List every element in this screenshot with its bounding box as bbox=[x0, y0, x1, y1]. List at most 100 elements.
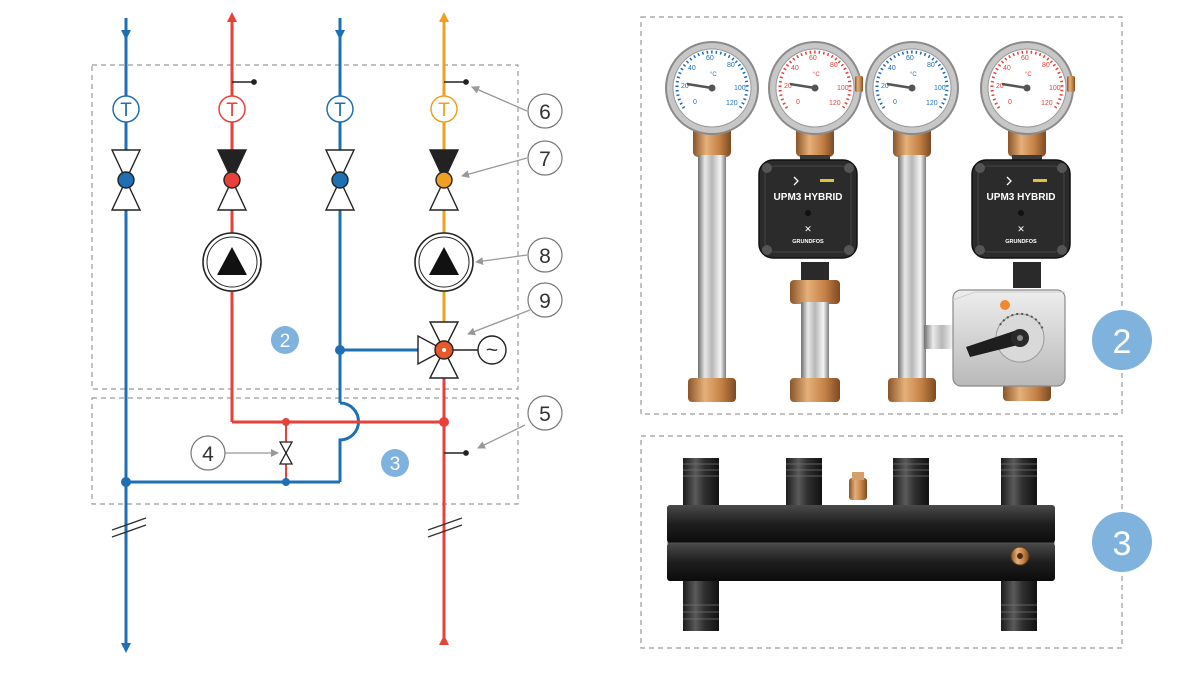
svg-text:60: 60 bbox=[1021, 55, 1029, 62]
svg-text:80: 80 bbox=[1042, 62, 1050, 69]
photo-badge-3: 3 bbox=[1092, 512, 1152, 572]
thermometers: T T T T bbox=[112, 95, 458, 123]
arrow-up-bottom-4 bbox=[439, 635, 449, 645]
svg-text:T: T bbox=[120, 100, 132, 121]
thermometer-1: T bbox=[112, 95, 140, 123]
zone-badge-3: 3 bbox=[381, 449, 409, 477]
svg-text:✕: ✕ bbox=[804, 224, 812, 234]
photo-badge-2: 2 bbox=[1092, 310, 1152, 370]
pump-group-illustration: 0 20 40 60 80 100 120 °C 0 20 40 60 80 1… bbox=[665, 41, 1075, 402]
mixing-valve: ~ bbox=[417, 321, 507, 379]
sensor-wells bbox=[232, 79, 469, 456]
svg-text:T: T bbox=[334, 100, 346, 121]
svg-text:3: 3 bbox=[390, 454, 401, 475]
arrow-up-4 bbox=[439, 12, 449, 22]
thermometer-3: T bbox=[326, 95, 354, 123]
svg-text:60: 60 bbox=[706, 55, 714, 62]
photo-2-frame bbox=[640, 16, 1123, 415]
svg-text:4: 4 bbox=[202, 443, 214, 466]
arrow-down-1 bbox=[121, 30, 131, 40]
junctions bbox=[121, 345, 449, 487]
svg-text:0: 0 bbox=[693, 99, 697, 106]
svg-text:°C: °C bbox=[1025, 72, 1032, 78]
svg-text:60: 60 bbox=[809, 55, 817, 62]
thermometer-4: T bbox=[430, 95, 458, 123]
ball-valves bbox=[110, 149, 460, 211]
svg-text:T: T bbox=[438, 100, 450, 121]
ball-valve-1 bbox=[110, 149, 142, 211]
svg-text:20: 20 bbox=[996, 83, 1004, 90]
svg-text:40: 40 bbox=[791, 65, 799, 72]
svg-text:100: 100 bbox=[934, 85, 946, 92]
svg-text:80: 80 bbox=[727, 62, 735, 69]
gauge-2: 0 20 40 60 80 100 120 °C bbox=[768, 41, 863, 135]
zone-2-box bbox=[91, 64, 519, 390]
svg-text:7: 7 bbox=[539, 148, 551, 171]
bypass-valve bbox=[278, 441, 294, 465]
pumps bbox=[202, 232, 474, 292]
ball-valve-3 bbox=[324, 149, 356, 211]
svg-text:20: 20 bbox=[881, 83, 889, 90]
arrow-down-3 bbox=[335, 30, 345, 40]
mixer-actuator bbox=[952, 289, 1066, 387]
svg-text:20: 20 bbox=[784, 83, 792, 90]
gauge-4: 0 20 40 60 80 100 120 °C bbox=[980, 41, 1075, 135]
svg-text:40: 40 bbox=[688, 65, 696, 72]
svg-text:T: T bbox=[226, 100, 238, 121]
svg-text:UPM3 HYBRID: UPM3 HYBRID bbox=[987, 192, 1056, 203]
svg-text:120: 120 bbox=[1041, 100, 1053, 107]
svg-text:120: 120 bbox=[726, 100, 738, 107]
zone-3-box bbox=[91, 397, 519, 505]
svg-text:80: 80 bbox=[830, 62, 838, 69]
gauge-3: 0 20 40 60 80 100 120 °C bbox=[865, 41, 959, 135]
flow-arrows bbox=[121, 12, 449, 653]
callout-6: 6 bbox=[527, 93, 563, 129]
svg-text:40: 40 bbox=[888, 65, 896, 72]
svg-text:2: 2 bbox=[280, 331, 291, 352]
svg-text:0: 0 bbox=[1008, 99, 1012, 106]
pump-body-2: UPM3 HYBRID ✕ GRUNDFOS bbox=[971, 159, 1071, 259]
column-1 bbox=[688, 125, 736, 402]
svg-text:✕: ✕ bbox=[1017, 224, 1025, 234]
svg-text:9: 9 bbox=[539, 290, 551, 313]
svg-text:0: 0 bbox=[893, 99, 897, 106]
svg-text:8: 8 bbox=[539, 245, 551, 268]
svg-text:20: 20 bbox=[681, 83, 689, 90]
pipe-3-crossover bbox=[338, 401, 360, 482]
leader-lines bbox=[224, 86, 531, 457]
pipe-break-marks bbox=[111, 517, 463, 538]
callout-7: 7 bbox=[527, 140, 563, 176]
svg-text:100: 100 bbox=[1049, 85, 1061, 92]
svg-text:3: 3 bbox=[1113, 525, 1132, 563]
callout-4: 4 bbox=[190, 435, 226, 471]
column-3 bbox=[888, 125, 960, 402]
svg-text:0: 0 bbox=[796, 99, 800, 106]
arrow-up-2 bbox=[227, 12, 237, 22]
svg-text:GRUNDFOS: GRUNDFOS bbox=[792, 239, 824, 245]
svg-text:2: 2 bbox=[1113, 323, 1132, 361]
callout-9: 9 bbox=[527, 282, 563, 318]
manifold-illustration bbox=[667, 458, 1055, 631]
callout-8: 8 bbox=[527, 237, 563, 273]
pump-body-1: UPM3 HYBRID ✕ GRUNDFOS bbox=[758, 159, 858, 259]
pump-symbol-1 bbox=[202, 232, 262, 292]
svg-text:60: 60 bbox=[906, 55, 914, 62]
svg-text:100: 100 bbox=[734, 85, 746, 92]
svg-text:°C: °C bbox=[710, 72, 717, 78]
pump-symbol-2 bbox=[414, 232, 474, 292]
arrow-down-bottom-1 bbox=[121, 643, 131, 653]
svg-text:5: 5 bbox=[539, 403, 551, 426]
callout-5: 5 bbox=[527, 395, 563, 431]
svg-text:~: ~ bbox=[486, 339, 498, 362]
svg-text:6: 6 bbox=[539, 101, 551, 124]
svg-text:80: 80 bbox=[927, 62, 935, 69]
gauge-1: 0 20 40 60 80 100 120 °C bbox=[665, 41, 759, 135]
svg-text:UPM3 HYBRID: UPM3 HYBRID bbox=[774, 192, 843, 203]
svg-text:°C: °C bbox=[910, 72, 917, 78]
thermometer-2: T bbox=[218, 95, 246, 123]
svg-text:120: 120 bbox=[926, 100, 938, 107]
ball-valve-2 bbox=[216, 149, 248, 211]
svg-text:40: 40 bbox=[1003, 65, 1011, 72]
